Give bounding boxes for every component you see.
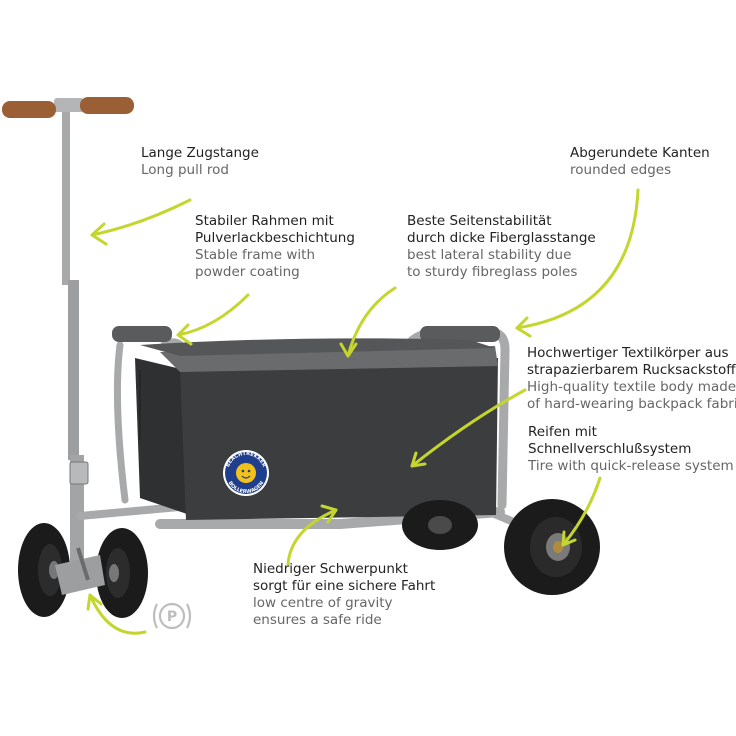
top-bar-left xyxy=(112,326,172,342)
arrow-head-frame xyxy=(176,323,193,346)
label-en: rounded edges xyxy=(570,162,672,178)
pull-rod xyxy=(54,98,89,565)
arrow-edges xyxy=(515,188,640,330)
label-en: High-quality textile body made xyxy=(527,379,736,395)
label-de: Reifen mit xyxy=(528,424,597,440)
arrow-head-textile xyxy=(410,451,427,468)
arrow-stability xyxy=(346,286,397,358)
top-bar-right xyxy=(420,326,500,342)
label-de: durch dicke Fiberglasstange xyxy=(407,230,596,246)
arrow-tire xyxy=(561,476,602,547)
arrow-pull-rod xyxy=(90,198,192,237)
arrow-head-edges xyxy=(515,316,532,338)
label-gravity: Niedriger Schwerpunkt sorgt für eine sic… xyxy=(253,561,435,629)
label-en: Tire with quick-release system xyxy=(528,458,734,474)
arrow-gravity xyxy=(286,508,338,567)
arrow-head-tire xyxy=(561,530,577,547)
label-de: Abgerundete Kanten xyxy=(570,145,710,161)
label-de: Lange Zugstange xyxy=(141,145,259,161)
handle-grip-left xyxy=(2,101,56,118)
label-de: strapazierbarem Rucksackstoff xyxy=(527,362,736,378)
label-en: ensures a safe ride xyxy=(253,612,382,628)
label-de: Niedriger Schwerpunkt xyxy=(253,561,408,577)
arrow-head-stability xyxy=(339,342,358,358)
label-en: Stable frame with xyxy=(195,247,316,263)
parking-brake-icon: P xyxy=(152,602,192,630)
label-en: best lateral stability due xyxy=(407,247,572,263)
label-en: Long pull rod xyxy=(141,162,229,178)
textile-body xyxy=(135,338,498,520)
label-de: sorgt für eine sichere Fahrt xyxy=(253,578,436,594)
label-en: low centre of gravity xyxy=(253,595,393,611)
label-en: powder coating xyxy=(195,264,300,280)
arrow-parking xyxy=(88,593,147,635)
label-de: Pulverlackbeschichtung xyxy=(195,230,355,246)
label-en: of hard-wearing backpack fabric xyxy=(527,396,736,412)
arrow-head-pull-rod xyxy=(90,222,108,246)
label-de: Stabiler Rahmen mit xyxy=(195,213,334,229)
label-pull-rod: Lange Zugstange Long pull rod xyxy=(141,145,259,179)
wheel-front-left xyxy=(18,523,70,617)
annotation-arrows xyxy=(86,188,640,635)
wheel-rear-hidden xyxy=(402,500,478,550)
arrow-frame xyxy=(176,293,250,337)
label-de: Beste Seitenstabilität xyxy=(407,213,552,229)
fork-mount xyxy=(55,547,105,595)
label-frame: Stabiler Rahmen mit Pulverlackbeschichtu… xyxy=(195,213,355,281)
label-textile: Hochwertiger Textilkörper aus strapazier… xyxy=(527,345,736,413)
wheel-front-right xyxy=(96,528,148,618)
label-de: Schnellverschlußsystem xyxy=(528,441,692,457)
label-de: Hochwertiger Textilkörper aus xyxy=(527,345,729,361)
label-stability: Beste Seitenstabilität durch dicke Fiber… xyxy=(407,213,596,281)
brand-badge: BEACHTREKKER BOLLERWAGEN xyxy=(223,450,269,496)
arrow-textile xyxy=(410,388,527,468)
label-tire: Reifen mit Schnellverschlußsystem Tire w… xyxy=(528,424,734,475)
wheel-rear-right xyxy=(504,499,600,595)
arrow-head-parking xyxy=(86,593,103,611)
handle-grip-right xyxy=(80,97,134,114)
arrow-head-gravity xyxy=(320,504,338,524)
label-en: to sturdy fibreglass poles xyxy=(407,264,578,280)
parking-letter: P xyxy=(167,609,177,625)
label-edges: Abgerundete Kanten rounded edges xyxy=(570,145,710,179)
